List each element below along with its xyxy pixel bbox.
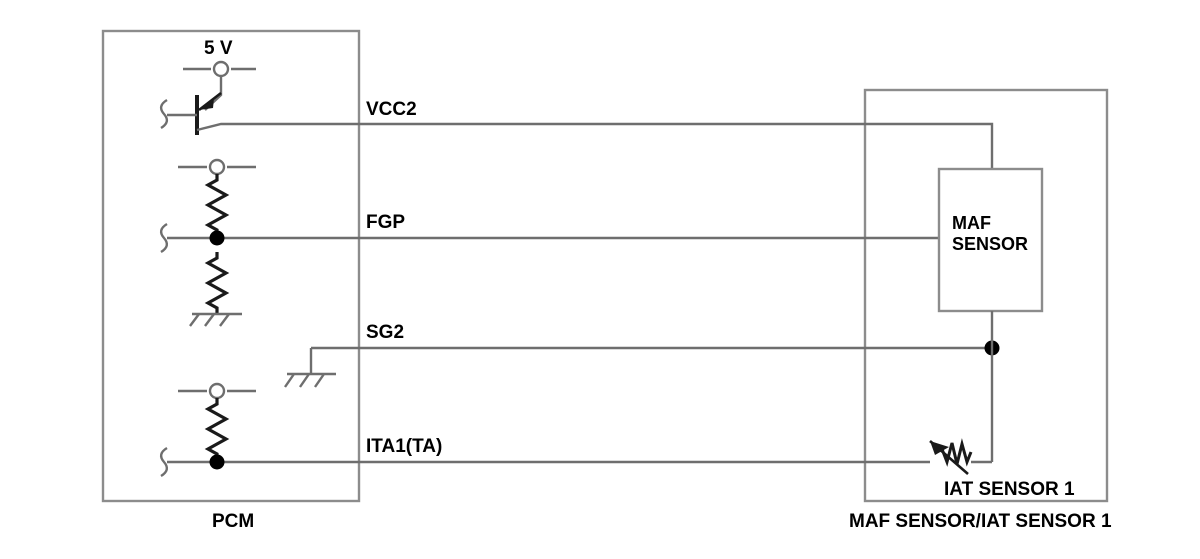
signal-label-vcc2: VCC2 bbox=[366, 99, 417, 120]
maf-sensor-label-line2: SENSOR bbox=[952, 234, 1029, 254]
fgp-pulldown-resistor bbox=[206, 250, 228, 316]
maf-sensor-box bbox=[937, 167, 1044, 313]
fgp-chassis-ground bbox=[189, 312, 242, 327]
iat-sensor-label: IAT SENSOR 1 bbox=[944, 479, 1075, 500]
fgp-top-node bbox=[208, 158, 226, 176]
ita1-pullup-resistor bbox=[206, 396, 228, 462]
maf-iat-caption: MAF SENSOR/IAT SENSOR 1 bbox=[849, 511, 1112, 532]
pcm-caption: PCM bbox=[212, 511, 255, 532]
ita1-top-node bbox=[208, 382, 226, 400]
signal-label-sg2: SG2 bbox=[366, 322, 405, 343]
supply-node-5v bbox=[212, 60, 230, 78]
fgp-pullup-resistor bbox=[206, 172, 228, 238]
maf-sensor-label-line1: MAF bbox=[952, 213, 991, 233]
sg2-chassis-ground bbox=[284, 372, 336, 388]
signal-label-fgp: FGP bbox=[366, 212, 406, 233]
fgp-junction-dot bbox=[209, 230, 225, 246]
supply-voltage-label: 5 V bbox=[204, 38, 233, 59]
iat-thermistor-symbol bbox=[929, 438, 973, 475]
signal-label-ita1: ITA1(TA) bbox=[366, 436, 443, 457]
ita1-junction-dot bbox=[209, 454, 225, 470]
pcm-enclosure bbox=[101, 29, 361, 503]
maf-iat-enclosure bbox=[863, 88, 1109, 503]
